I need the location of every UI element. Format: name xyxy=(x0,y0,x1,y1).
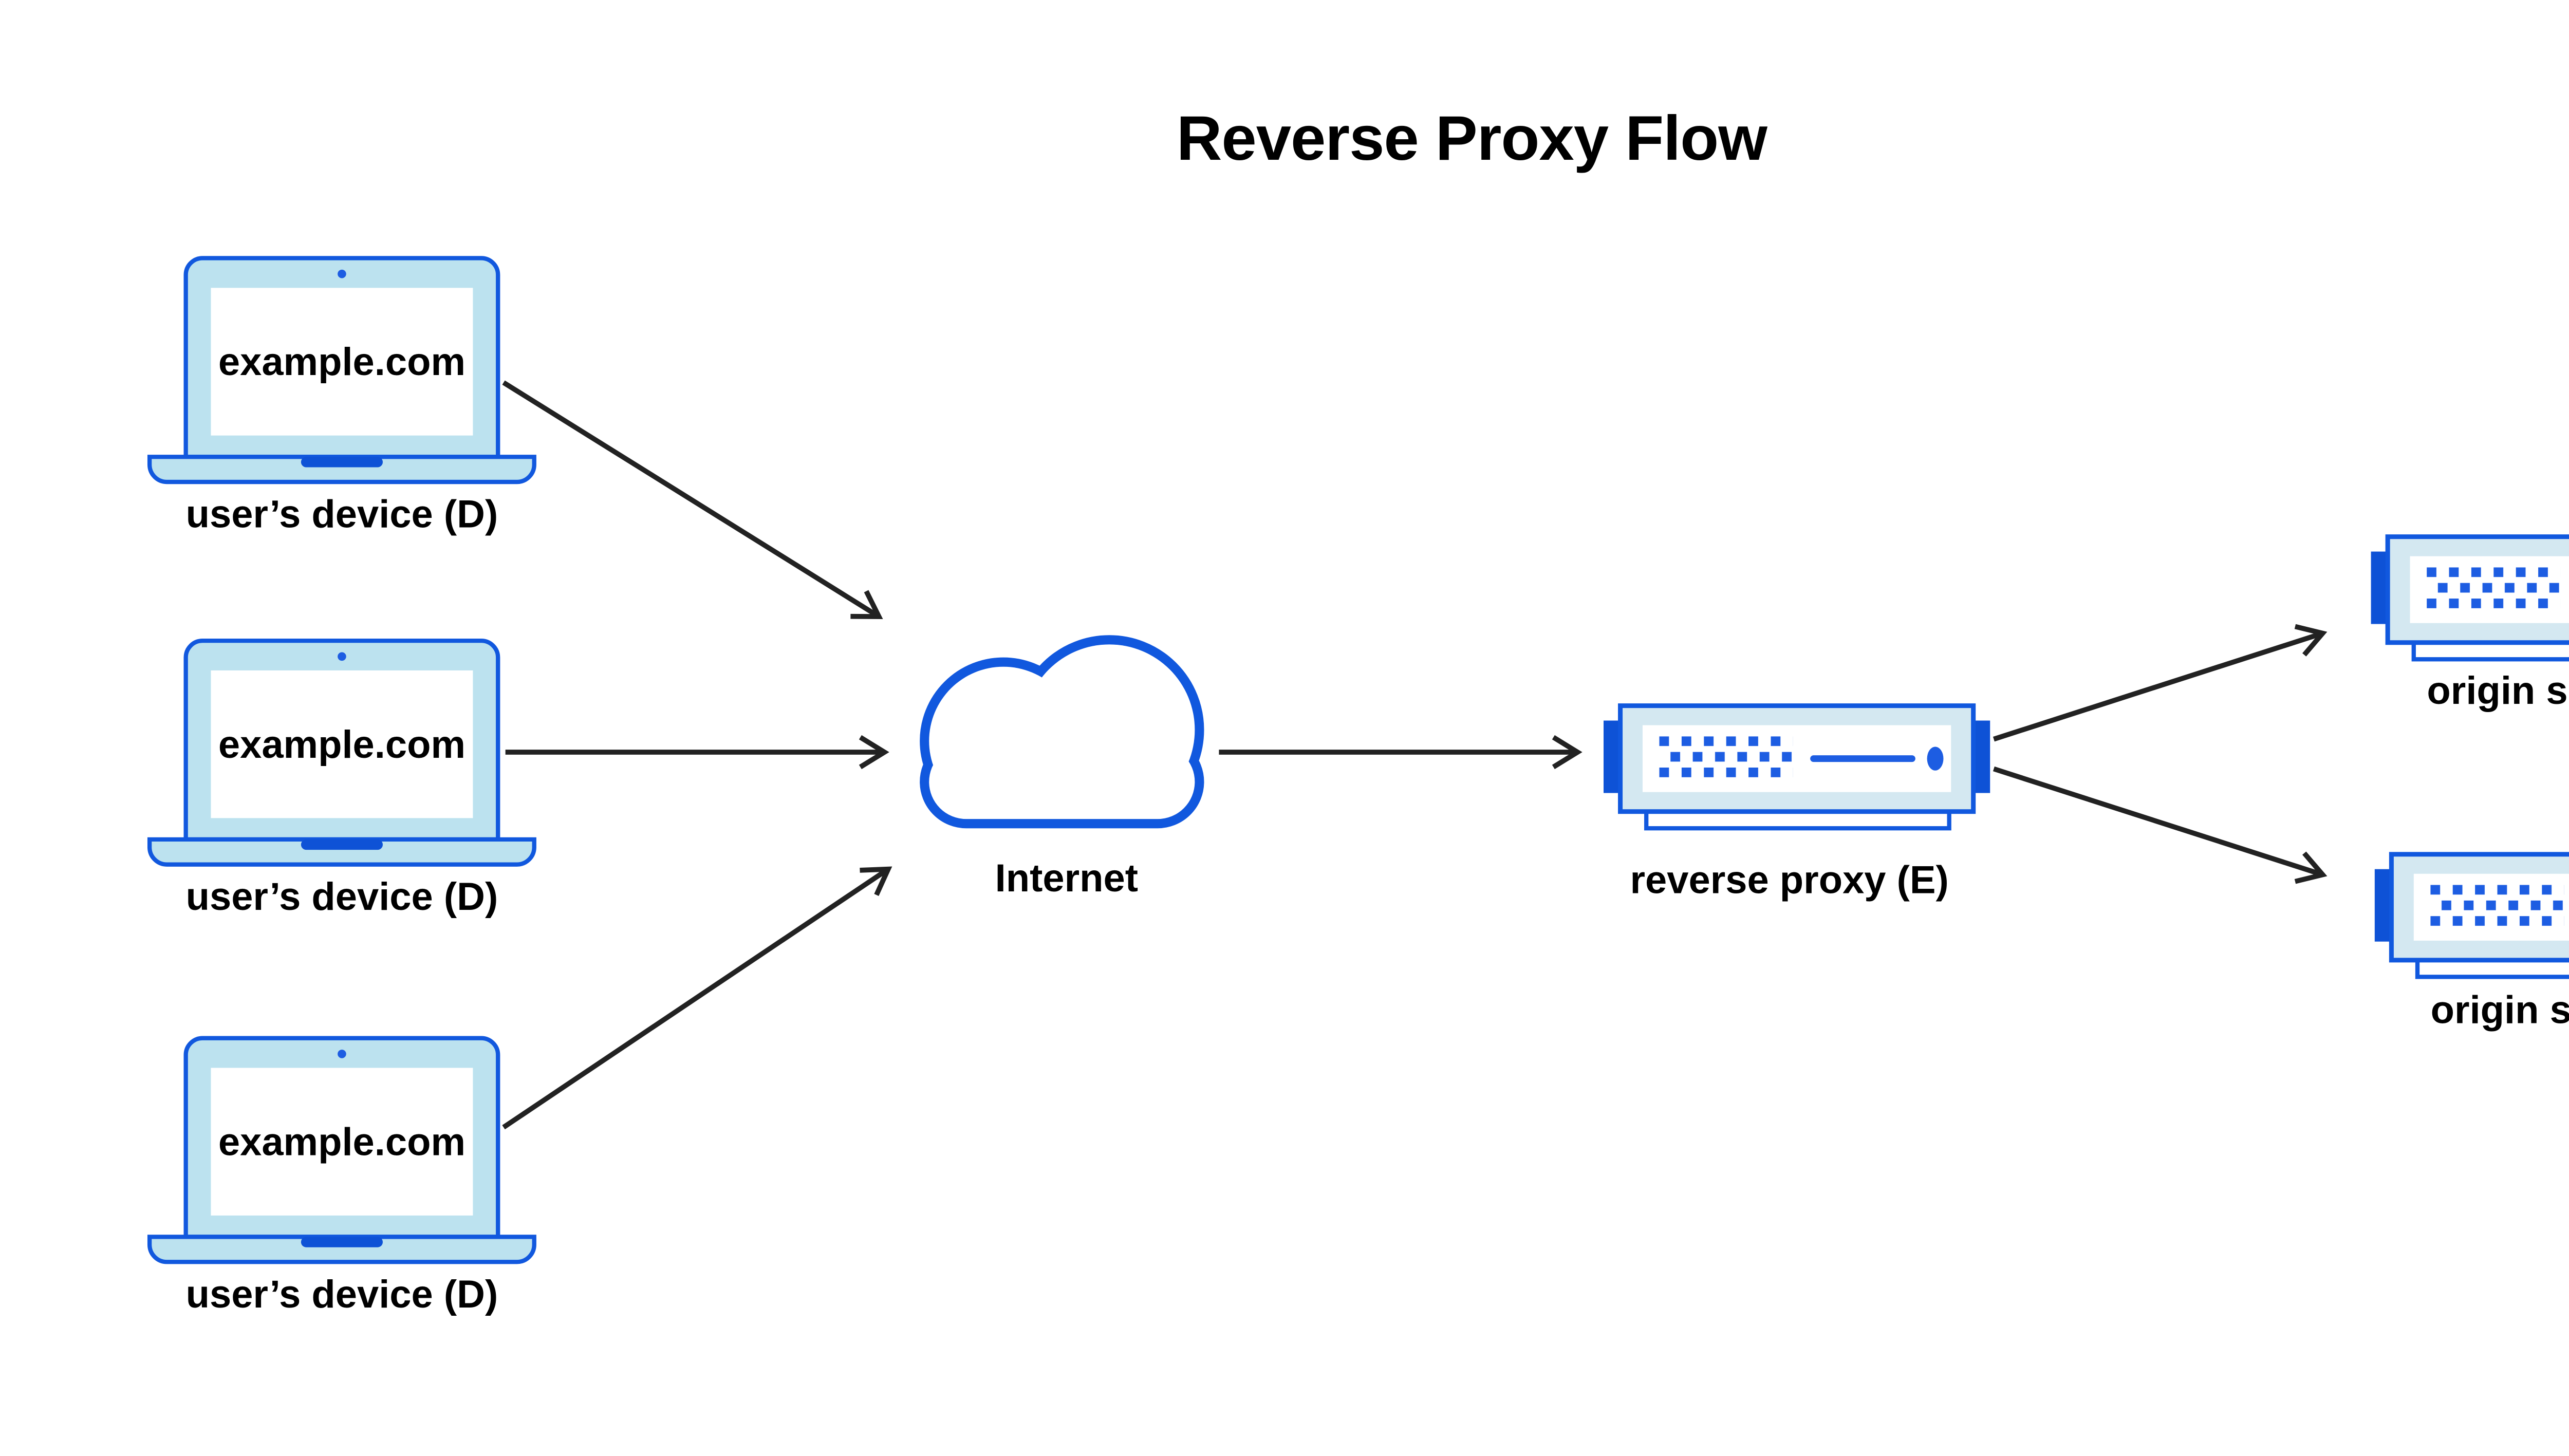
laptop-base xyxy=(147,455,536,484)
laptop-camera-dot xyxy=(338,1050,346,1058)
internet-label: Internet xyxy=(995,856,1138,900)
laptop-screen xyxy=(211,670,473,818)
server-icon-reverse-proxy: reverse proxy (E) xyxy=(1604,703,1990,902)
laptop-base xyxy=(147,1235,536,1264)
laptop-base xyxy=(147,837,536,867)
device-screen-text: example.com xyxy=(218,723,466,767)
arrow-device3-to-internet xyxy=(502,866,892,1130)
arrow-reverse-proxy-to-origin1 xyxy=(1993,624,2328,742)
laptop-base-notch xyxy=(301,457,383,468)
server-vent-dots xyxy=(1659,736,1793,778)
server-icon-origin-2: origin server (F) xyxy=(2374,852,2569,1032)
origin-server-label: origin server (F) xyxy=(2431,988,2569,1032)
laptop-camera-dot xyxy=(338,269,346,278)
server-indicator-dot xyxy=(1927,746,1944,771)
device-screen-text: example.com xyxy=(218,1120,466,1164)
laptop-base-notch xyxy=(301,839,383,850)
server-vent-dots xyxy=(2427,567,2561,610)
laptop-screen xyxy=(211,288,473,436)
device-label: user’s device (D) xyxy=(186,493,498,536)
laptop-icon-device-1: example.com user’s device (D) xyxy=(147,256,536,536)
cloud-icon: Internet xyxy=(920,635,1204,900)
device-label: user’s device (D) xyxy=(186,875,498,919)
flow-arrows xyxy=(502,380,2328,1130)
laptop-icon-device-3: example.com user’s device (D) xyxy=(147,1036,536,1316)
laptop-icon-device-2: example.com user’s device (D) xyxy=(147,638,536,919)
arrow-device1-to-internet xyxy=(502,380,883,620)
laptop-camera-dot xyxy=(338,652,346,661)
laptop-screen xyxy=(211,1068,473,1216)
arrow-reverse-proxy-to-origin2 xyxy=(1993,766,2328,884)
origin-server-label: origin server (F) xyxy=(2427,669,2569,713)
server-icon-origin-1: origin server (F) xyxy=(2371,534,2569,713)
server-vent-dots xyxy=(2430,885,2564,927)
laptop-base-notch xyxy=(301,1237,383,1247)
device-screen-text: example.com xyxy=(218,340,466,384)
reverse-proxy-label: reverse proxy (E) xyxy=(1630,858,1948,902)
page-title: Reverse Proxy Flow xyxy=(1177,103,1768,174)
device-label: user’s device (D) xyxy=(186,1273,498,1316)
cloud-body xyxy=(929,644,1195,819)
